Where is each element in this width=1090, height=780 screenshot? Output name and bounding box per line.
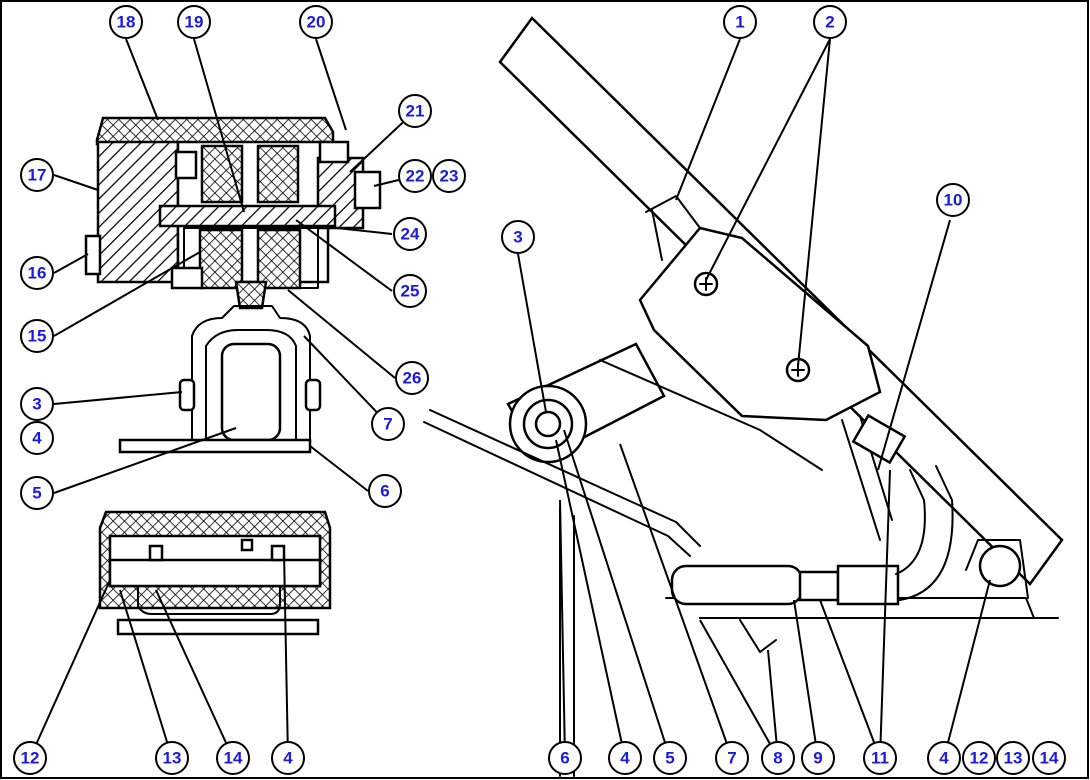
callout-7-bottom: 7 (715, 741, 749, 775)
roller-fork-view (118, 305, 322, 454)
svg-text:10: 10 (944, 191, 963, 210)
svg-text:7: 7 (727, 749, 736, 768)
callout-12-right: 12 (962, 741, 996, 775)
svg-text:19: 19 (185, 13, 204, 32)
svg-text:22: 22 (406, 167, 425, 186)
svg-text:20: 20 (307, 13, 326, 32)
callout-25: 25 (393, 274, 427, 308)
callout-14-right: 14 (1032, 741, 1066, 775)
svg-text:5: 5 (32, 484, 41, 503)
svg-text:3: 3 (32, 395, 41, 414)
callout-4-left: 4 (20, 421, 54, 455)
svg-text:26: 26 (403, 369, 422, 388)
callout-13-left: 13 (155, 741, 189, 775)
callout-20: 20 (299, 5, 333, 39)
svg-text:23: 23 (440, 167, 459, 186)
callout-11: 11 (863, 741, 897, 775)
svg-text:8: 8 (773, 749, 782, 768)
callout-7-left: 7 (371, 407, 405, 441)
svg-text:1: 1 (735, 13, 744, 32)
callout-4-bottom-left: 4 (271, 741, 305, 775)
callout-26: 26 (395, 361, 429, 395)
callout-22: 22 (398, 159, 432, 193)
callout-3-left: 3 (20, 387, 54, 421)
svg-text:17: 17 (28, 166, 47, 185)
callout-12-left: 12 (13, 741, 47, 775)
callout-8: 8 (761, 741, 795, 775)
callout-6-left: 6 (368, 474, 402, 508)
svg-text:3: 3 (513, 228, 522, 247)
svg-text:14: 14 (1040, 749, 1059, 768)
svg-text:7: 7 (383, 415, 392, 434)
callout-9: 9 (801, 741, 835, 775)
svg-text:18: 18 (117, 13, 136, 32)
callout-2: 2 (813, 5, 847, 39)
callout-5-bottom: 5 (653, 741, 687, 775)
callout-17: 17 (20, 158, 54, 192)
callout-23: 23 (432, 159, 466, 193)
svg-text:12: 12 (970, 749, 989, 768)
svg-text:4: 4 (939, 749, 949, 768)
svg-text:12: 12 (21, 749, 40, 768)
svg-text:14: 14 (224, 749, 243, 768)
bottom-section-view (98, 510, 332, 636)
callout-16: 16 (20, 256, 54, 290)
svg-text:4: 4 (32, 429, 42, 448)
svg-text:24: 24 (401, 225, 420, 244)
callout-6-bottom: 6 (548, 741, 582, 775)
callout-1: 1 (723, 5, 757, 39)
callout-19: 19 (177, 5, 211, 39)
callout-24: 24 (393, 217, 427, 251)
svg-text:15: 15 (28, 327, 47, 346)
callout-4-bottom-mid: 4 (608, 741, 642, 775)
pedal-side-view (423, 16, 1064, 777)
callout-21: 21 (398, 94, 432, 128)
svg-text:13: 13 (1004, 749, 1023, 768)
svg-text:2: 2 (825, 13, 834, 32)
svg-text:4: 4 (283, 749, 293, 768)
callout-3-right: 3 (501, 220, 535, 254)
svg-text:16: 16 (28, 264, 47, 283)
callout-13-right: 13 (996, 741, 1030, 775)
callout-4-bottom-right: 4 (927, 741, 961, 775)
pedal-section-view (84, 116, 382, 310)
svg-text:21: 21 (406, 102, 425, 121)
callout-15: 15 (20, 319, 54, 353)
svg-text:4: 4 (620, 749, 630, 768)
callout-14-left: 14 (216, 741, 250, 775)
callout-10: 10 (936, 183, 970, 217)
leader-lines (29, 38, 991, 759)
svg-text:25: 25 (401, 282, 420, 301)
svg-text:6: 6 (380, 482, 389, 501)
svg-text:9: 9 (813, 749, 822, 768)
callout-18: 18 (109, 5, 143, 39)
svg-text:5: 5 (665, 749, 674, 768)
callout-5-left: 5 (20, 476, 54, 510)
svg-text:13: 13 (163, 749, 182, 768)
svg-text:11: 11 (871, 749, 889, 768)
svg-text:6: 6 (560, 749, 569, 768)
